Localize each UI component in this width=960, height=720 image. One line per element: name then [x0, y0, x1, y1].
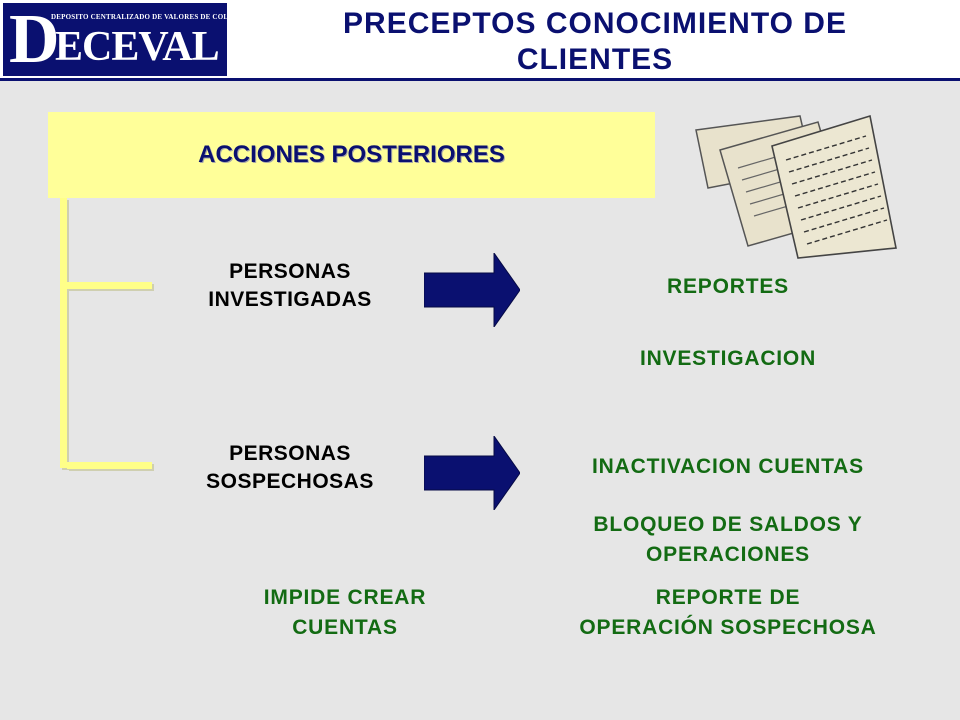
action-reporte-line1: REPORTE DE: [655, 586, 801, 609]
arrow-right-icon: [424, 436, 520, 510]
page-title: PRECEPTOS CONOCIMIENTO DE CLIENTES: [230, 6, 960, 78]
documents-icon: [695, 114, 897, 259]
action-reporte-line2: OPERACIÓN SOSPECHOSA: [579, 616, 877, 639]
action-impide-line2: CUENTAS: [292, 616, 398, 639]
action-investigacion: INVESTIGACION: [639, 347, 817, 370]
action-reporte-operacion-sospechosa: REPORTE DE OPERACIÓN SOSPECHOSA: [530, 583, 926, 643]
action-impide-line1: IMPIDE CREAR: [263, 586, 427, 609]
branch-2-line1: PERSONAS: [229, 442, 351, 465]
section-title: ACCIONES POSTERIORES: [198, 141, 505, 168]
header-divider: [0, 78, 960, 81]
tree-connector-branch-1: [67, 282, 152, 289]
page-title-line2: CLIENTES: [516, 43, 674, 76]
tree-connector-branch-2: [67, 462, 152, 469]
action-reportes: REPORTES: [667, 275, 789, 298]
logo-tagline: DEPOSITO CENTRALIZADO DE VALORES DE COLO…: [51, 13, 227, 21]
action-bloqueo-line2: OPERACIONES: [646, 543, 810, 566]
section-header-box: [48, 112, 655, 198]
branch-personas-sospechosas: PERSONAS SOSPECHOSAS: [160, 440, 420, 496]
page-title-line1: PRECEPTOS CONOCIMIENTO DE: [343, 7, 847, 40]
branch-1-line2: INVESTIGADAS: [208, 288, 372, 311]
action-bloqueo-saldos: BLOQUEO DE SALDOS Y OPERACIONES: [540, 510, 916, 570]
deceval-logo: DEPOSITO CENTRALIZADO DE VALORES DE COLO…: [3, 3, 227, 76]
logo-wordmark: ECEVAL S.A.: [55, 24, 227, 70]
branch-2-line2: SOSPECHOSAS: [206, 470, 374, 493]
logo-initial: D: [9, 3, 60, 76]
action-impide-crear-cuentas: IMPIDE CREAR CUENTAS: [200, 583, 490, 643]
action-inactivacion-cuentas: INACTIVACION CUENTAS: [592, 455, 864, 478]
branch-personas-investigadas: PERSONAS INVESTIGADAS: [160, 258, 420, 314]
arrow-right-icon: [424, 253, 520, 327]
tree-connector-vertical: [60, 198, 67, 468]
action-bloqueo-line1: BLOQUEO DE SALDOS Y: [593, 513, 863, 536]
branch-1-line1: PERSONAS: [229, 260, 351, 283]
